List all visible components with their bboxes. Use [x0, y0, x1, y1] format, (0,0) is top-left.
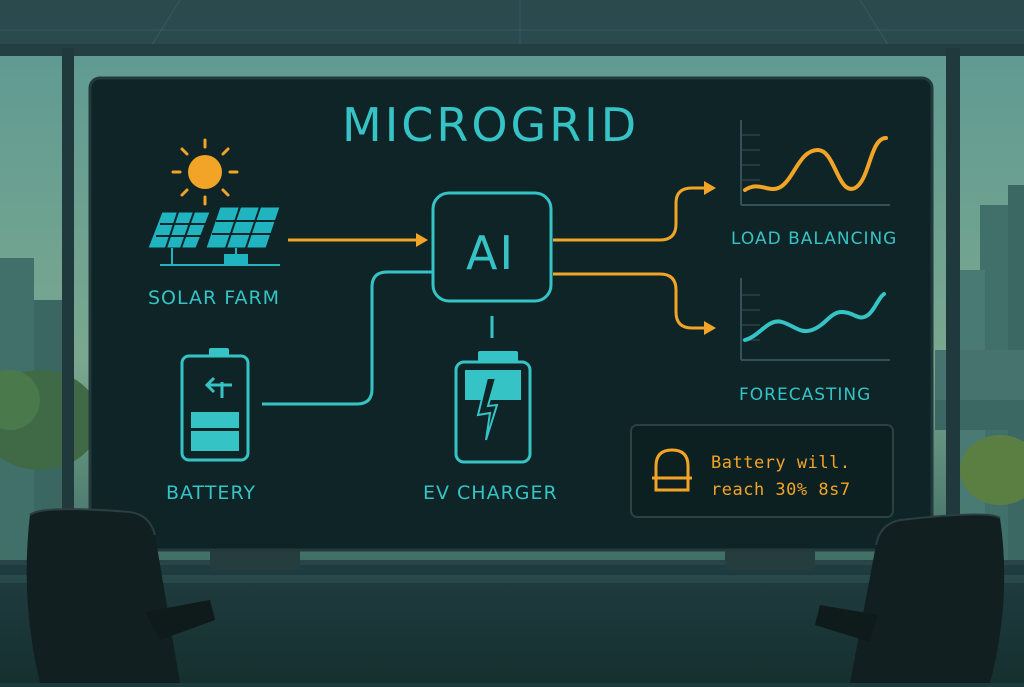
alert-panel [630, 424, 894, 518]
solar-farm-label: SOLAR FARM [148, 287, 281, 309]
battery-icon [180, 348, 250, 462]
window-mullion [62, 48, 74, 568]
flow-solar-to-ai [288, 233, 428, 247]
battery-label: BATTERY [166, 482, 257, 504]
alert-icon [652, 448, 692, 492]
ai-label: AI [466, 226, 516, 280]
alert-line-1: Battery will. [711, 453, 851, 473]
forecasting-label: FORECASTING [739, 385, 872, 405]
window-mullion [946, 48, 960, 568]
flow-ai-to-forecast [553, 272, 704, 330]
chair-left [26, 508, 215, 683]
ev-charger-label: EV CHARGER [423, 482, 558, 504]
alert-line-2: reach 30% 8s7 [711, 480, 851, 500]
diagram-title: MICROGRID [342, 98, 640, 152]
alert-message: Battery will. reach 30% 8s7 [711, 450, 851, 504]
ai-node [431, 191, 553, 303]
ev-charger-icon [454, 351, 532, 464]
chair-right [815, 513, 1005, 683]
flow-ai-to-load [553, 186, 704, 242]
tree-right [960, 435, 1024, 505]
flow-battery-to-ai [262, 270, 433, 406]
sun-icon [171, 138, 239, 206]
chart-icon [740, 278, 890, 361]
chart-icon [740, 120, 890, 206]
load-balancing-label: LOAD BALANCING [731, 229, 898, 249]
ceiling [0, 0, 1024, 48]
solar-panel-icon [147, 206, 281, 266]
